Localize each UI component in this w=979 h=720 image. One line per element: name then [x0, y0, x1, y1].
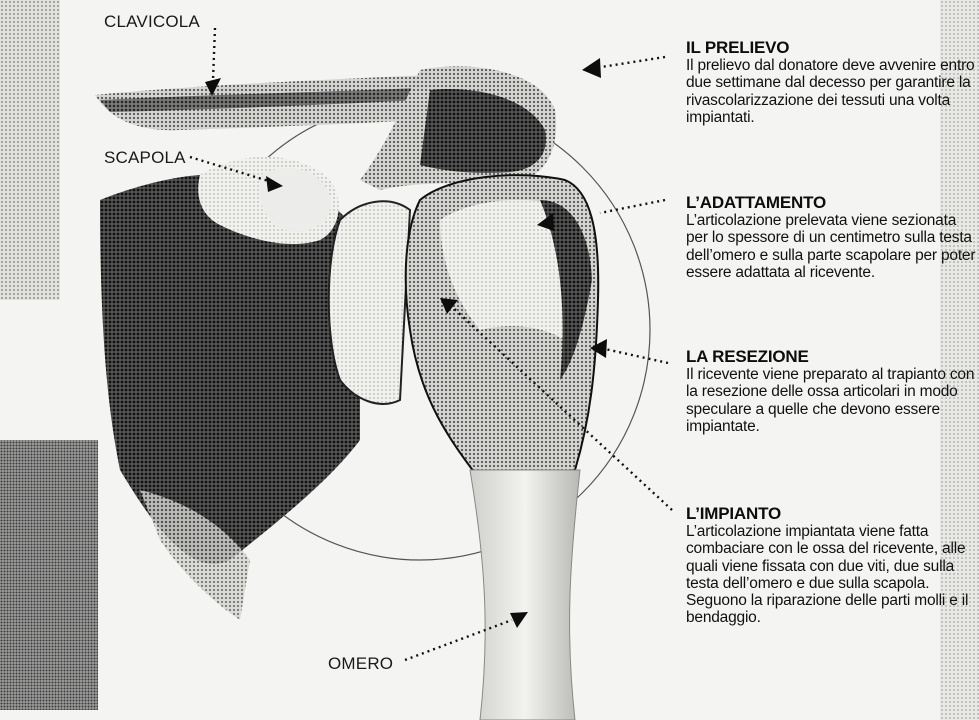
label-omero: OMERO — [328, 654, 393, 674]
section-title: IL PRELIEVO — [686, 38, 976, 57]
leader-prelievo — [595, 57, 665, 68]
section-title: L’ADATTAMENTO — [686, 193, 976, 212]
section-impianto: L’IMPIANTO L’articolazione impiantata vi… — [686, 504, 976, 627]
section-text: L’articolazione impiantata viene fatta c… — [686, 523, 976, 627]
section-prelievo: IL PRELIEVO Il prelievo dal donatore dev… — [686, 38, 976, 126]
arrow-prelievo — [582, 58, 601, 78]
leader-resezione — [605, 349, 668, 363]
section-title: L’IMPIANTO — [686, 504, 976, 523]
section-resezione: LA RESEZIONE Il ricevente viene preparat… — [686, 347, 976, 435]
humerus-shaft — [470, 470, 580, 720]
glenoid — [329, 201, 410, 404]
section-text: Il ricevente viene preparato al trapiant… — [686, 366, 976, 435]
leader-adattamento — [600, 200, 665, 213]
left-halftone-strip — [0, 440, 98, 710]
left-texture — [0, 0, 60, 300]
label-scapola: SCAPOLA — [104, 148, 186, 168]
section-text: Il prelievo dal donatore deve avvenire e… — [686, 57, 976, 126]
leader-clavicola — [213, 28, 215, 80]
label-clavicola: CLAVICOLA — [104, 12, 200, 32]
section-title: LA RESEZIONE — [686, 347, 976, 366]
section-text: L’articolazione prelevata viene sezionat… — [686, 212, 976, 281]
section-adattamento: L’ADATTAMENTO L’articolazione prelevata … — [686, 193, 976, 281]
